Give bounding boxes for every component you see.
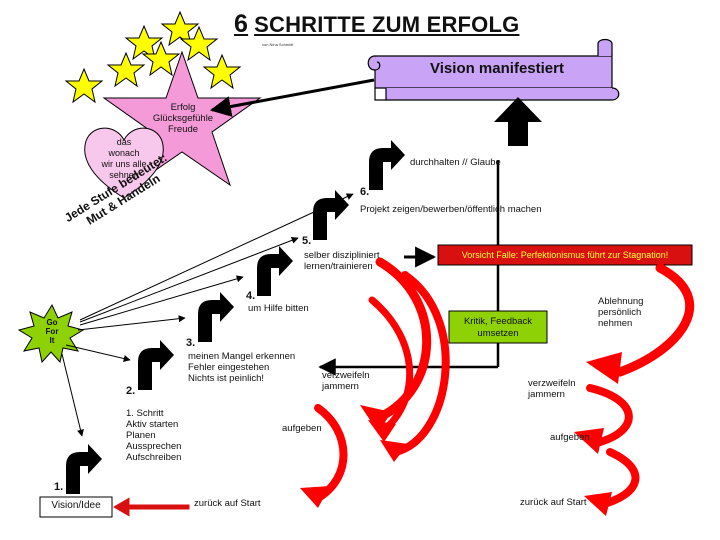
step-arrow-icon <box>257 246 293 296</box>
banner-to-star-arrow <box>209 78 375 117</box>
yellow-star-icon <box>202 53 242 90</box>
red-fall-arrows-left <box>314 257 450 502</box>
yellow-stars <box>64 10 242 104</box>
vision-banner-text: Vision manifestiert <box>430 60 564 77</box>
feedback-box <box>448 310 548 344</box>
yellow-star-icon <box>179 25 219 62</box>
back-to-start-arrow <box>113 497 190 517</box>
step-number: 5. <box>302 235 312 247</box>
warning-text: Vorsicht Falle: Perfektionismus führt zu… <box>461 250 669 260</box>
step-arrow-icon <box>198 292 234 342</box>
big-star-icon <box>102 50 262 187</box>
step-arrow-icon <box>66 444 102 494</box>
step-4-text: um Hilfe bitten <box>248 303 309 314</box>
step-arrow-icon <box>138 340 174 390</box>
heart-icon <box>84 127 164 199</box>
step-number: 6. <box>360 186 370 198</box>
yellow-star-icon <box>124 24 164 61</box>
top-step-text: durchhalten // Glaube <box>410 157 501 168</box>
go-for-it-star-icon <box>17 303 85 364</box>
vision-idea-box <box>39 496 113 518</box>
red-fall-arrows-right <box>586 263 695 509</box>
yellow-star-icon <box>141 40 181 77</box>
byline: von Nina Schmidt <box>262 42 294 47</box>
step-number: 1. <box>54 481 64 493</box>
red-arrowheads-left <box>300 405 408 508</box>
step-arrows <box>66 140 405 494</box>
step-number: 4. <box>246 290 256 302</box>
right-restart-text: zurück auf Start <box>520 497 587 508</box>
red-arrowheads-right <box>574 352 622 516</box>
right-give-up-text: aufgeben <box>550 432 590 443</box>
warning-box <box>437 244 693 266</box>
vision-banner-scroll <box>367 38 620 101</box>
yellow-star-icon <box>64 67 104 104</box>
step-number: 3. <box>186 337 196 349</box>
vision-idea-label: Vision/Idee <box>51 500 101 511</box>
step-6-text: Projekt zeigen/bewerben/öffentlich mache… <box>360 204 542 215</box>
yellow-star-icon <box>106 51 146 88</box>
radiating-arrows <box>61 193 354 437</box>
yellow-star-icon <box>160 10 200 47</box>
left-restart-text: zurück auf Start <box>194 498 261 509</box>
left-give-up-text: aufgeben <box>282 423 322 434</box>
step-arrow-icon <box>369 140 405 190</box>
step-arrow-icon <box>313 190 349 240</box>
up-arrow-icon <box>494 97 542 146</box>
step-number: 2. <box>126 385 136 397</box>
